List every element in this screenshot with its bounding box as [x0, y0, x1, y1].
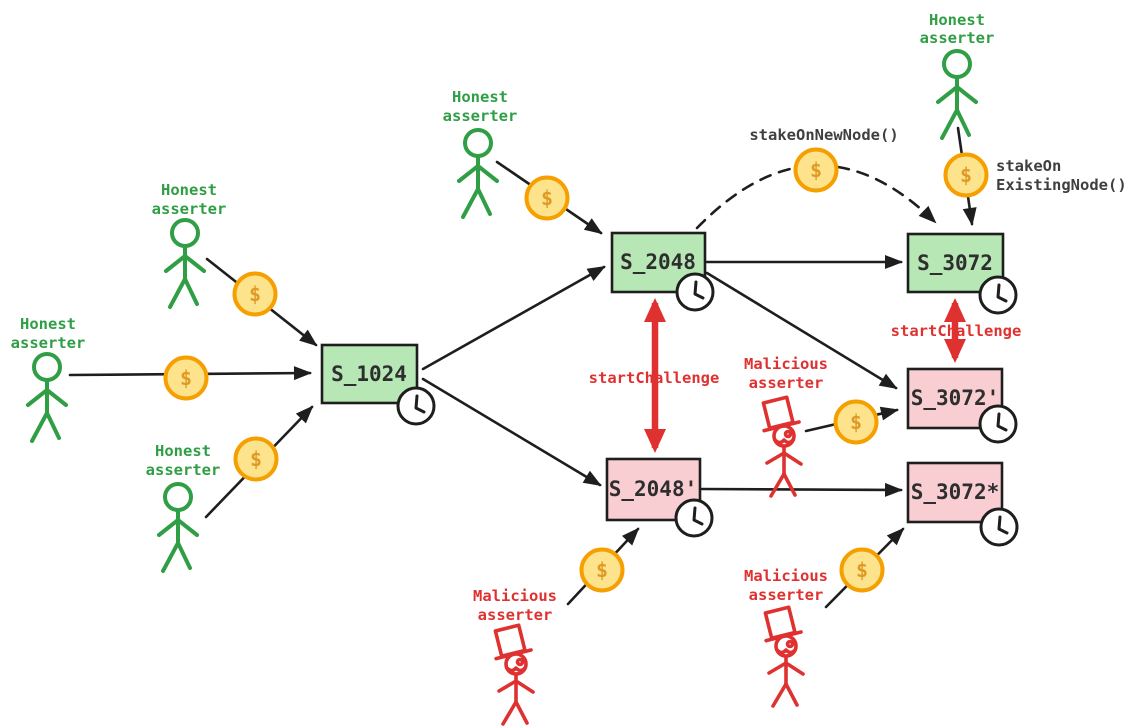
edge-s1024-to-s2048 — [421, 265, 606, 371]
malicious-asserter-label-line1: Malicious — [473, 587, 557, 605]
node-label: S_3072* — [911, 480, 1000, 504]
honest-asserter-label-line2: asserter — [11, 334, 86, 352]
honest-asserter-figure — [457, 128, 499, 219]
honest-asserter-2: Honest asserter — [11, 315, 86, 443]
honest-asserter-figure — [157, 482, 199, 573]
honest-asserter-figure — [936, 49, 978, 140]
honest-asserter-label-line2: asserter — [146, 461, 221, 479]
node-label: S_1024 — [331, 362, 407, 386]
coin-dollar-symbol: $ — [250, 447, 262, 471]
edge-stake-on-new-node — [695, 164, 937, 230]
edge-s1024-to-s2048p — [421, 377, 602, 487]
honest-asserter-label-line1: Honest — [161, 181, 217, 199]
coin-dollar-symbol: $ — [856, 558, 868, 582]
honest-asserter-label-line1: Honest — [155, 442, 211, 460]
coin-dollar-symbol: $ — [960, 163, 972, 187]
stake-on-existing-node-label-line1: stakeOn — [996, 157, 1061, 175]
node-label: S_2048' — [609, 477, 698, 501]
honest-asserter-label-line2: asserter — [443, 107, 518, 125]
edge-s2048-to-s3072p — [705, 271, 898, 390]
coin-dollar-symbol: $ — [810, 158, 822, 182]
edge-s2048p-to-s3072s — [700, 482, 903, 497]
honest-asserter-5: Honest asserter — [920, 11, 995, 140]
coin-dollar-symbol: $ — [249, 282, 261, 306]
coin-dollar-symbol: $ — [850, 410, 862, 434]
stake-on-existing-node-label-line2: ExistingNode() — [996, 176, 1127, 194]
node-label: S_3072 — [917, 251, 993, 275]
stake-coin-icon: $ — [833, 399, 879, 445]
start-challenge-label: startChallenge — [891, 322, 1022, 340]
honest-asserter-1: Honest asserter — [152, 181, 227, 309]
honest-asserter-label-line1: Honest — [20, 315, 76, 333]
malicious-asserter-label-line2: asserter — [478, 606, 553, 624]
malicious-asserter-1: Malicious asserter — [744, 355, 828, 498]
clock-icon — [675, 272, 715, 312]
honest-asserter-label-line1: Honest — [452, 88, 508, 106]
malicious-asserter-label-line1: Malicious — [744, 355, 828, 373]
coin-dollar-symbol: $ — [596, 558, 608, 582]
node-label: S_3072' — [911, 386, 1000, 410]
malicious-asserter-label-line1: Malicious — [744, 567, 828, 585]
stake-coin-icon: $ — [233, 436, 279, 482]
node-label: S_2048 — [620, 250, 696, 274]
honest-asserter-label-line2: asserter — [152, 200, 227, 218]
malicious-asserter-3: Malicious asserter — [744, 567, 828, 708]
stake-coin-icon: $ — [163, 355, 209, 401]
malicious-asserter-2: Malicious asserter — [473, 587, 557, 726]
clock-icon — [978, 275, 1018, 315]
stake-coin-icon: $ — [524, 175, 570, 221]
honest-asserter-label-line2: asserter — [920, 29, 995, 47]
honest-asserter-label-line1: Honest — [929, 11, 985, 29]
stake-coin-icon: $ — [943, 152, 989, 198]
stake-coin-icon: $ — [232, 271, 278, 317]
node-s-3072-star: S_3072* — [906, 461, 1004, 524]
honest-asserter-figure — [26, 352, 68, 443]
clock-icon — [396, 386, 436, 426]
honest-asserter-4: Honest asserter — [443, 88, 518, 219]
malicious-asserter-label-line2: asserter — [749, 374, 824, 392]
stake-on-new-node-label: stakeOnNewNode() — [749, 126, 898, 144]
coin-dollar-symbol: $ — [180, 366, 192, 390]
stake-coin-icon: $ — [579, 547, 625, 593]
node-box — [320, 343, 419, 405]
clock-icon — [979, 507, 1019, 547]
honest-asserter-figure — [164, 218, 206, 309]
malicious-asserter-figure — [487, 621, 535, 726]
malicious-asserter-label-line2: asserter — [749, 586, 824, 604]
honest-asserter-3: Honest asserter — [146, 442, 221, 573]
stake-coin-icon: $ — [793, 147, 839, 193]
node-box — [906, 461, 1004, 524]
clock-icon — [978, 404, 1018, 444]
malicious-asserter-figure — [755, 393, 803, 498]
stake-coin-icon: $ — [839, 547, 885, 593]
start-challenge-label: startChallenge — [589, 369, 720, 387]
node-s-3072: S_3072 — [906, 232, 1005, 294]
malicious-asserter-figure — [757, 603, 805, 708]
clock-icon — [674, 498, 714, 538]
coin-dollar-symbol: $ — [541, 186, 553, 210]
node-s-1024: S_1024 — [320, 343, 419, 405]
